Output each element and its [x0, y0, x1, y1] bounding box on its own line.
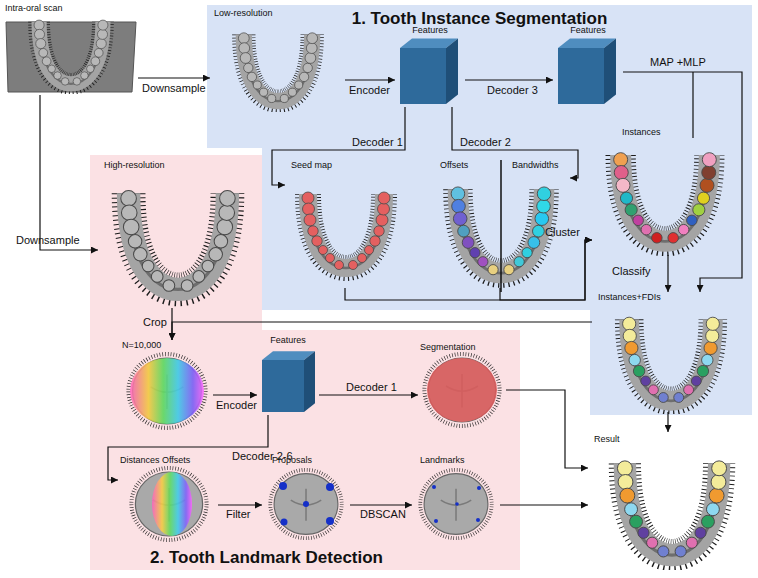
arrow-connector: [172, 322, 592, 340]
image-node: Segmentation: [418, 342, 506, 432]
dental-arch: [34, 20, 108, 85]
edge-label: Downsample: [142, 82, 206, 95]
arrow-connector: [138, 77, 210, 78]
arrow-connector: [623, 72, 742, 292]
feature-cube: [400, 48, 446, 104]
arrow-connector: [500, 240, 592, 300]
image-node: Proposals: [262, 455, 350, 543]
arrow-connector: [506, 390, 588, 468]
edge-label: Decoder 2-6: [232, 450, 293, 463]
edge-label: MAP +MLP: [650, 56, 706, 69]
dental-arch: [121, 191, 235, 292]
caption: Offsets: [440, 160, 468, 170]
tooth-crop: [270, 470, 341, 538]
arrow-connector: [667, 255, 668, 292]
arrow-connector: [272, 107, 405, 185]
caption: Features: [395, 25, 465, 35]
arrow-connector: [667, 412, 668, 432]
panel: 1. Tooth Instance SegmentationLow-resolu…: [207, 5, 752, 310]
arrow-connector: [40, 95, 98, 250]
dental-arch: [238, 33, 317, 103]
tooth-crop: [128, 354, 205, 428]
caption: High-resolution: [104, 160, 165, 170]
image-node: Low-resolution: [210, 8, 345, 110]
edge-label: Crop: [143, 316, 167, 329]
arrow-connector: [465, 79, 553, 80]
panel-background: [207, 5, 752, 415]
caption: Bandwidths: [512, 160, 559, 170]
caption: Landmarks: [420, 455, 465, 465]
edge-label: Filter: [226, 508, 250, 521]
distance-map: [152, 472, 192, 536]
fdi-arch: [623, 317, 720, 402]
arrow-connector: [319, 394, 418, 395]
edge-label: Cluster: [545, 226, 580, 239]
caption: Distances Offsets: [120, 455, 190, 465]
caption: Instances+FDIs: [598, 292, 661, 302]
segmentation-mask: [427, 358, 497, 422]
caption: Intra-oral scan: [5, 3, 63, 13]
arrow-connector: [452, 107, 578, 178]
caption: Result: [594, 434, 620, 444]
caption: Seed map: [291, 160, 332, 170]
tooth-crop: [424, 354, 499, 426]
caption: Segmentation: [420, 342, 476, 352]
feature-cube: [558, 48, 604, 104]
feature-cube: [446, 38, 458, 104]
caption: N=10,000: [122, 340, 161, 350]
edge-label: Decoder 1: [346, 381, 397, 394]
arrow-connector: [218, 504, 262, 505]
arrow-connector: [171, 308, 172, 340]
edge-label: DBSCAN: [360, 508, 406, 521]
feature-block: Features: [395, 25, 465, 107]
panel-title: 2. Tooth Landmark Detection: [150, 548, 383, 568]
tooth-crop: [131, 468, 206, 540]
tooth-crop: [420, 470, 491, 538]
arrow-connector: [345, 79, 395, 80]
feature-cube: [262, 360, 304, 412]
edge-label: Encoder: [216, 399, 257, 412]
edge-label: Decoder 2: [460, 136, 511, 149]
proposal-points: [279, 482, 334, 526]
image-node: Distances Offsets: [118, 455, 218, 545]
arrow-connector: [108, 415, 268, 480]
instance-arch: [614, 153, 717, 243]
arrow-connector: [350, 504, 412, 505]
image-node: Landmarks: [412, 455, 500, 543]
image-node: Offsets Bandwidths: [432, 158, 570, 288]
caption: Instances: [622, 127, 661, 137]
point-colors: [130, 358, 204, 424]
seed-arch: [302, 192, 390, 270]
image-node: Result: [588, 432, 753, 572]
image-node: High-resolution: [98, 158, 258, 308]
feature-cube: [304, 351, 315, 412]
feature-block: Features: [553, 25, 623, 107]
arrow-connector: [213, 394, 257, 395]
image-node: Instances+FDIs: [592, 292, 750, 412]
arrow-connector: [500, 504, 588, 505]
landmark-points: [432, 485, 481, 523]
arrow-connector: [345, 240, 592, 300]
edge-label: Decoder 1: [352, 136, 403, 149]
feature-cube: [604, 38, 616, 104]
divider-line: [500, 160, 502, 292]
edge-label: Classify: [612, 265, 651, 278]
panel-title: 1. Tooth Instance Segmentation: [207, 9, 752, 29]
edge-label: Decoder 3: [487, 84, 538, 97]
image-node: N=10,000: [118, 340, 213, 432]
mask-feed-line: [692, 72, 693, 138]
feature-block: Features: [257, 335, 319, 415]
image-node: Intra-oral scan: [3, 3, 138, 95]
edge-label: Downsample: [16, 234, 80, 247]
image-node: Instances: [592, 125, 737, 255]
panel: 2. Tooth Landmark Detection High-resoluti…: [90, 155, 520, 570]
caption: Features: [257, 335, 319, 345]
edge-label: Encoder: [349, 84, 390, 97]
result-arch: [617, 461, 726, 557]
caption: Low-resolution: [214, 8, 273, 18]
image-node: Seed map: [285, 160, 407, 288]
caption: Features: [553, 25, 623, 35]
